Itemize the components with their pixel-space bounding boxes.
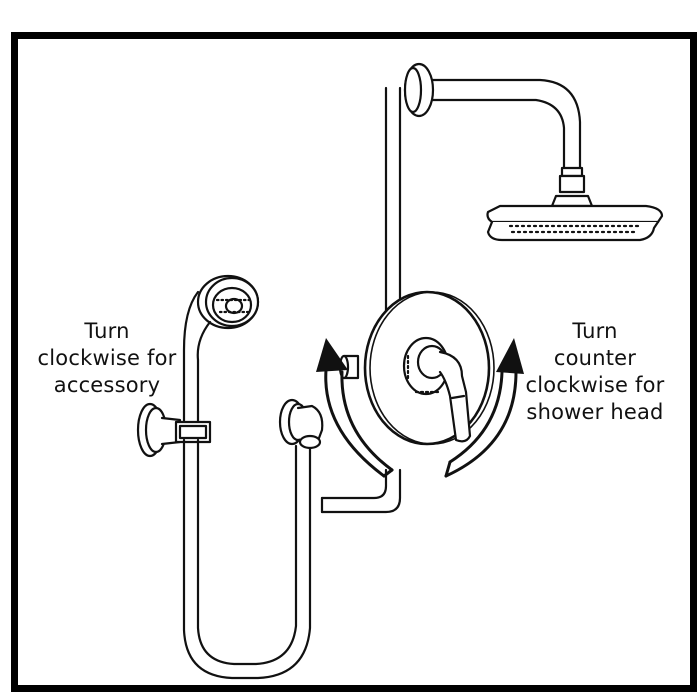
left-label-line-1: Turn — [84, 319, 130, 343]
clockwise-instruction: Turn clockwise for accessory — [12, 318, 202, 399]
hand-shower-icon — [182, 274, 260, 432]
clockwise-arrow-icon — [316, 338, 394, 478]
counter-clockwise-arrow-icon — [444, 338, 524, 478]
right-label-line-2: counter — [553, 346, 637, 370]
left-label-line-3: accessory — [53, 373, 161, 397]
wall-supply-elbow — [278, 398, 324, 450]
riser-pipe — [320, 86, 402, 514]
right-label-line-1: Turn — [572, 319, 618, 343]
shower-arm — [403, 62, 594, 208]
hand-shower-holder — [136, 402, 212, 458]
valve-trim — [338, 290, 495, 446]
shower-hose — [182, 438, 312, 680]
shower-head-icon — [486, 204, 664, 242]
right-label-line-4: shower head — [526, 400, 664, 424]
counter-clockwise-instruction: Turn counter clockwise for shower head — [515, 318, 675, 426]
left-label-line-2: clockwise for — [37, 346, 177, 370]
right-label-line-3: clockwise for — [525, 373, 665, 397]
